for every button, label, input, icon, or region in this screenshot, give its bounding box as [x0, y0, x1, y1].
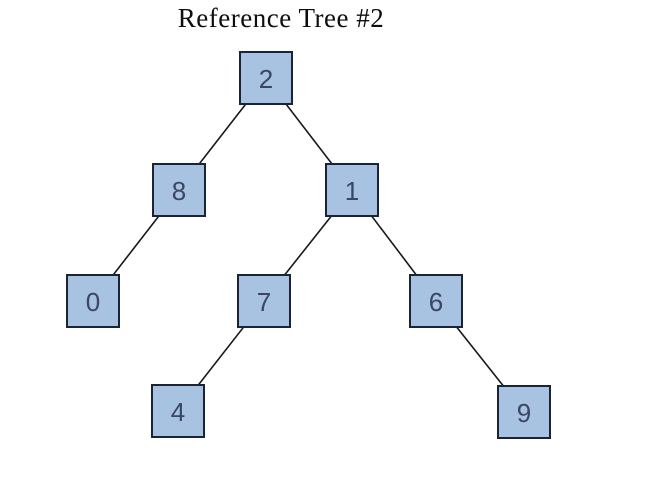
tree-node-label: 7 [256, 287, 272, 317]
tree-node-label: 1 [344, 176, 360, 206]
tree-node-label: 9 [516, 398, 532, 428]
tree-node-2: 2 [239, 51, 293, 105]
tree-node-9: 9 [497, 385, 551, 439]
tree-node-4: 4 [151, 384, 205, 438]
tree-node-label: 8 [171, 176, 187, 206]
tree-node-7: 7 [237, 274, 291, 328]
tree-node-label: 4 [170, 397, 186, 427]
tree-node-label: 2 [258, 64, 274, 94]
diagram-title: Reference Tree #2 [177, 3, 385, 33]
tree-node-label: 6 [428, 287, 444, 317]
tree-node-8: 8 [152, 163, 206, 217]
tree-node-1: 1 [325, 163, 379, 217]
tree-node-0: 0 [66, 274, 120, 328]
tree-node-label: 0 [85, 287, 101, 317]
tree-node-6: 6 [409, 274, 463, 328]
